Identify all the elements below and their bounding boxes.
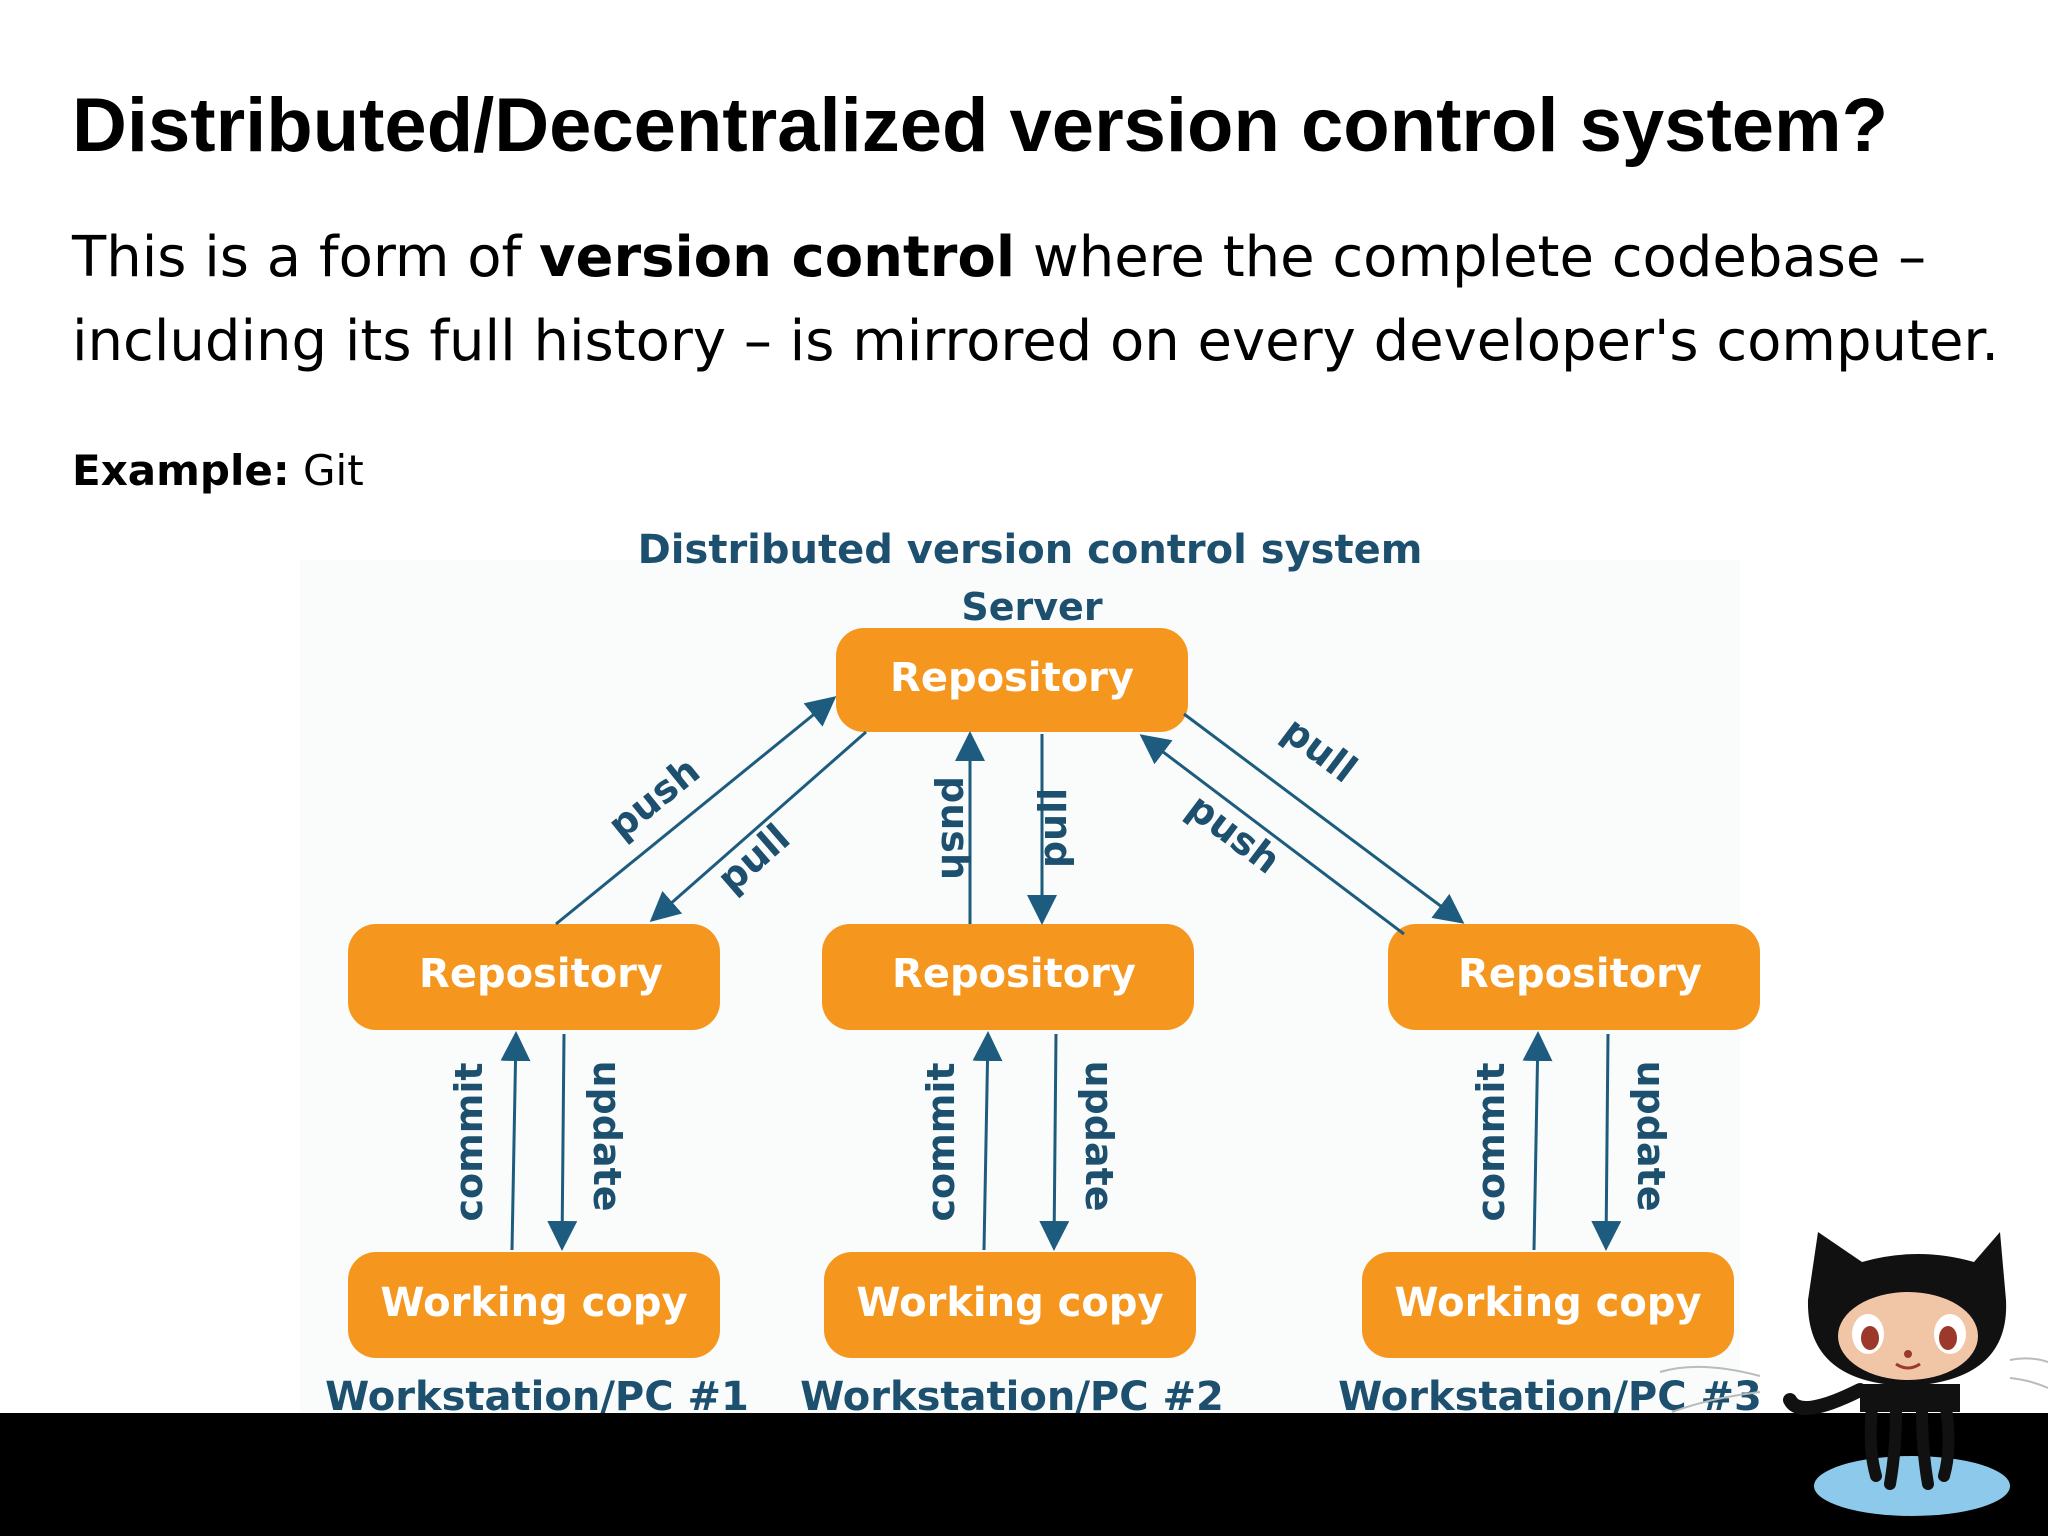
commit-arrow-2 [972, 1031, 1003, 1251]
workstation-label-1: Workstation/PC #1 [325, 1374, 749, 1420]
server-repository-label: Repository [890, 655, 1134, 701]
working-copy-label-3: Working copy [1394, 1280, 1701, 1326]
repository-label-1: Repository [419, 951, 663, 997]
workstation-label-2: Workstation/PC #2 [800, 1374, 1224, 1420]
example-label: Example: [72, 446, 290, 495]
working-copy-label-2: Working copy [856, 1280, 1163, 1326]
update-label-2: update [1077, 1060, 1121, 1211]
diagram-title: Distributed version control system [638, 527, 1423, 573]
update-label-3: update [1629, 1060, 1673, 1211]
footer-bar [0, 1413, 2048, 1536]
push-label-2: push [933, 776, 977, 880]
update-arrow-1 [547, 1033, 578, 1251]
repository-box-1: Repository [348, 924, 720, 1030]
push-arrow-3 [1139, 734, 1405, 936]
repository-label-3: Repository [1458, 951, 1702, 997]
update-arrow-3 [1591, 1033, 1622, 1251]
body-line-1: This is a form of version control where … [72, 216, 2032, 300]
repository-box-3: Repository [1388, 924, 1760, 1030]
body-line-2: including its full history – is mirrored… [72, 309, 2000, 374]
slide-title: Distributed/Decentralized version contro… [72, 83, 1889, 168]
commit-arrow-3 [1522, 1031, 1553, 1251]
repository-label-2: Repository [892, 951, 1136, 997]
pull-arrow-3 [1183, 712, 1465, 924]
pull-label-2: pull [1031, 788, 1075, 868]
body-emphasis: version control [539, 225, 1016, 290]
working-copy-label-1: Working copy [380, 1280, 687, 1326]
working-copy-box-3: Working copy [1362, 1252, 1734, 1358]
pull-arrow-1 [649, 730, 867, 922]
slide-body: This is a form of version control where … [72, 216, 2032, 384]
commit-label-1: commit [447, 1062, 491, 1221]
workstation-label-3: Workstation/PC #3 [1338, 1374, 1762, 1420]
repository-box-2: Repository [822, 924, 1194, 1030]
working-copy-box-1: Working copy [348, 1252, 720, 1358]
update-label-1: update [585, 1060, 629, 1211]
server-label: Server [961, 585, 1102, 629]
example-line: Example: Git [72, 446, 364, 495]
commit-label-3: commit [1469, 1062, 1513, 1221]
body-text-segment: This is a form of [72, 225, 540, 290]
body-text-segment: where the complete codebase – [1015, 225, 1927, 290]
example-value: Git [289, 446, 364, 495]
server-repository-box: Repository [836, 628, 1188, 732]
working-copy-box-2: Working copy [824, 1252, 1196, 1358]
commit-arrow-1 [500, 1031, 531, 1251]
update-arrow-2 [1039, 1033, 1070, 1251]
push-arrow-1 [555, 696, 837, 926]
commit-label-2: commit [919, 1062, 963, 1221]
